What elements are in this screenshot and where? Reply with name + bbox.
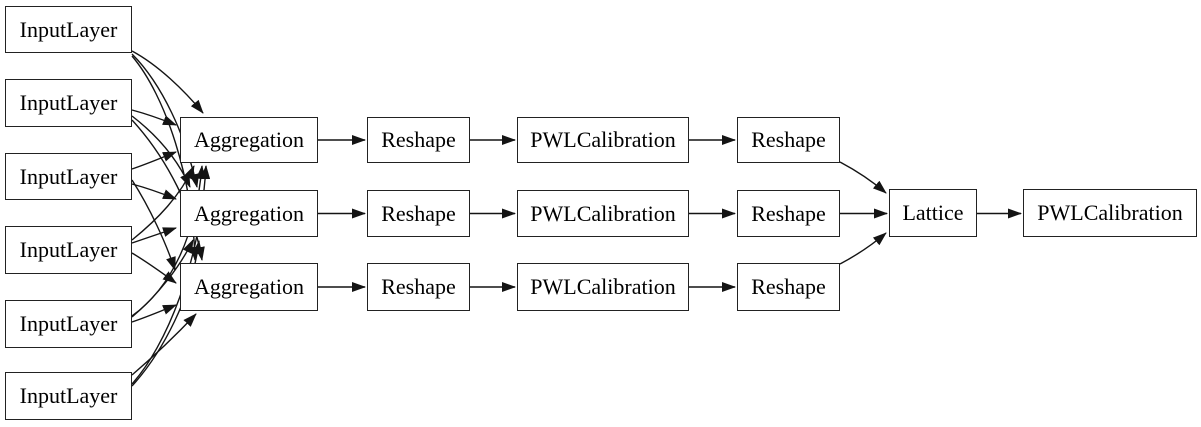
node-pwlcal-1: PWLCalibration (517, 117, 689, 163)
node-label: PWLCalibration (530, 127, 676, 152)
edge-input-2-to-agg-2 (131, 115, 191, 188)
node-label: Aggregation (194, 127, 304, 152)
edge-input-2-to-agg-1 (131, 109, 177, 126)
node-agg-2: Aggregation (180, 190, 318, 237)
edge-reshape-3b-to-lattice (839, 232, 887, 265)
node-input-4: InputLayer (5, 226, 132, 274)
node-agg-1: Aggregation (180, 117, 318, 163)
node-label: InputLayer (19, 90, 118, 115)
node-input-3: InputLayer (5, 153, 132, 200)
edge-input-1-to-agg-2 (131, 53, 200, 188)
node-reshape-2b: Reshape (737, 190, 840, 237)
node-pwlcal-2: PWLCalibration (517, 190, 689, 237)
node-label: InputLayer (19, 163, 118, 189)
node-label: InputLayer (19, 237, 118, 262)
node-label: Reshape (381, 200, 456, 226)
node-label: PWLCalibration (530, 274, 676, 299)
node-input-6: InputLayer (5, 372, 132, 420)
node-label: Lattice (902, 200, 964, 225)
node-label: Reshape (751, 274, 826, 299)
node-reshape-2a: Reshape (367, 190, 470, 237)
node-lattice: Lattice (889, 189, 977, 237)
node-label: PWLCalibration (530, 200, 676, 226)
node-input-1: InputLayer (5, 6, 132, 53)
edge-reshape-1b-to-lattice (839, 161, 887, 194)
node-label: Reshape (381, 274, 456, 299)
edge-input-3-to-agg-3 (131, 179, 176, 271)
edge-input-3-to-agg-1 (131, 151, 177, 170)
node-reshape-1b: Reshape (737, 117, 840, 163)
node-reshape-1a: Reshape (367, 117, 470, 163)
edge-input-4-to-agg-2 (131, 227, 177, 244)
node-label: Aggregation (194, 200, 304, 226)
edge-input-5-to-agg-3 (131, 304, 177, 323)
node-label: PWLCalibration (1037, 200, 1183, 225)
node-label: Reshape (751, 127, 826, 152)
node-label: Aggregation (194, 274, 304, 299)
node-pwlcal-3: PWLCalibration (517, 263, 689, 311)
node-label: InputLayer (19, 383, 118, 408)
node-input-5: InputLayer (5, 300, 132, 348)
edge-input-6-to-agg-3 (131, 313, 197, 376)
node-label: Reshape (751, 200, 826, 226)
node-reshape-3a: Reshape (367, 263, 470, 311)
node-label: InputLayer (19, 16, 118, 42)
node-reshape-3b: Reshape (737, 263, 840, 311)
edge-input-4-to-agg-3 (131, 252, 177, 284)
edge-input-1-to-agg-1 (131, 50, 204, 114)
node-label: Reshape (381, 127, 456, 152)
node-input-2: InputLayer (5, 79, 132, 127)
node-pwlcal-out: PWLCalibration (1023, 189, 1197, 237)
node-agg-3: Aggregation (180, 263, 318, 311)
edge-input-2-to-agg-3 (131, 119, 205, 261)
node-label: InputLayer (19, 311, 118, 336)
